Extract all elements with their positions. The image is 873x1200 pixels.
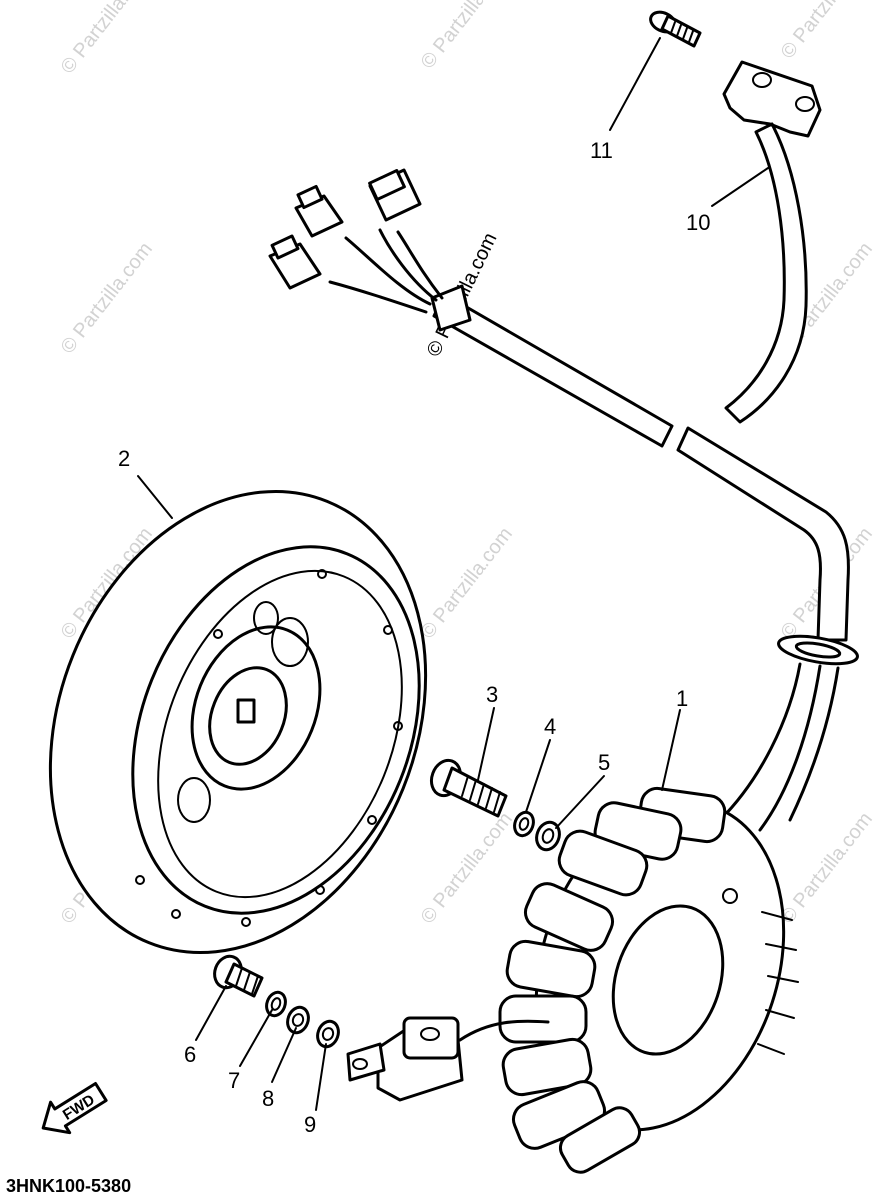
leader-6 xyxy=(195,985,227,1041)
watermark: © Partzilla.com xyxy=(417,0,517,73)
leader-7 xyxy=(239,1009,273,1067)
callout-8: 8 xyxy=(262,1086,274,1111)
part-11-bolt xyxy=(649,10,702,48)
part-10-bracket xyxy=(722,60,822,424)
leader-8 xyxy=(271,1027,297,1083)
leader-10 xyxy=(711,167,769,207)
leader-lines xyxy=(137,37,769,1111)
leader-3 xyxy=(477,707,495,781)
part-5-washer xyxy=(535,820,561,852)
callout-7: 7 xyxy=(228,1068,240,1093)
part-4-washer xyxy=(513,810,535,838)
leader-1 xyxy=(661,709,681,791)
callout-11: 11 xyxy=(590,138,613,163)
leader-5 xyxy=(555,775,605,829)
direction-arrow-icon xyxy=(41,1082,108,1135)
leader-9 xyxy=(315,1043,327,1111)
callout-9: 9 xyxy=(304,1112,316,1137)
callout-1: 1 xyxy=(676,686,688,711)
callout-4: 4 xyxy=(544,714,556,739)
part-2-rotor xyxy=(48,489,428,955)
callout-6: 6 xyxy=(184,1042,196,1067)
callout-5: 5 xyxy=(598,750,610,775)
watermark: © Partzilla.com xyxy=(57,238,157,358)
diagram-code: 3HNK100-5380 xyxy=(6,1176,131,1196)
leader-4 xyxy=(525,739,551,813)
watermark: © Partzilla.com xyxy=(777,808,873,928)
part-6-screw xyxy=(213,954,264,998)
callout-2: 2 xyxy=(118,446,130,471)
watermark: © Partzilla.com xyxy=(417,808,517,928)
callout-3: 3 xyxy=(486,682,498,707)
watermark: © Partzilla.com xyxy=(57,0,157,78)
leader-11 xyxy=(609,37,661,131)
part-3-bolt xyxy=(429,758,508,818)
part-7-washer xyxy=(265,990,287,1018)
part-8-washer xyxy=(286,1005,310,1035)
fwd-arrow: FWD xyxy=(41,1082,108,1135)
wire-harness xyxy=(268,168,859,832)
watermark: © Partzilla.com xyxy=(417,523,517,643)
part-9-washer xyxy=(316,1019,340,1049)
watermark: © Partzilla.com xyxy=(777,0,873,63)
callout-10: 10 xyxy=(686,210,710,235)
leader-2 xyxy=(137,475,173,519)
part-1-stator xyxy=(346,786,799,1174)
callouts: 11 10 2 3 4 5 1 6 7 8 9 xyxy=(118,138,710,1137)
